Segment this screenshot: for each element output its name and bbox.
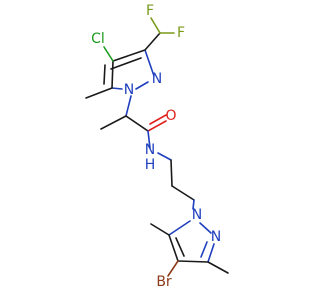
fluorine-label-1: F — [146, 3, 154, 19]
bond-c5-methyl — [85, 87, 113, 99]
nitrogen-label-n4: N — [211, 229, 221, 245]
bond-c4-c3 — [112, 49, 146, 62]
upper-pyrazole-bonds — [85, 17, 175, 99]
bond-c5b-c4b-double — [175, 237, 185, 257]
bond-n1-n2b — [199, 222, 212, 234]
bond-c3b-n2b-double — [200, 241, 208, 258]
bond-c3b-n2b — [207, 243, 215, 263]
bond-co-1 — [147, 120, 167, 132]
nitrogen-label-n3: N — [192, 207, 202, 223]
bond-c3b-methyl — [207, 261, 229, 274]
bond-c5-c4-double — [103, 64, 106, 85]
chain-bonds — [100, 95, 195, 201]
bond-ch2-n — [192, 199, 195, 210]
atom-labels: Cl F F N N O N H N N Br — [91, 3, 221, 290]
bond-c4-cl — [103, 46, 114, 62]
bond-c5b-methyl — [150, 223, 170, 236]
oxygen-label: O — [165, 108, 176, 124]
bond-nh-ch2 — [157, 152, 172, 161]
bond-c4b-c3b — [177, 260, 209, 263]
bromine-label: Br — [156, 274, 172, 290]
bond-c3-chf2 — [144, 32, 161, 51]
bond-n2-n1 — [135, 81, 149, 90]
amide-hydrogen-label: H — [145, 157, 156, 173]
nitrogen-label-n1: N — [124, 82, 134, 98]
amide-nitrogen-label: N — [145, 142, 155, 158]
nitrogen-label-n2: N — [152, 71, 162, 87]
bond-ch2-ch2b — [171, 185, 195, 201]
fluorine-label-2: F — [177, 25, 185, 41]
bond-c3-n2 — [144, 49, 155, 77]
bond-c4b-br — [167, 260, 179, 277]
lower-pyrazole-bonds — [150, 199, 229, 277]
bond-c-nh — [147, 130, 151, 149]
chlorine-label: Cl — [91, 31, 105, 47]
bond-ch2-ch2 — [170, 159, 173, 187]
bond-co-2 — [149, 114, 167, 125]
bond-n1-calpha — [125, 95, 132, 117]
structure-diagram: Cl F F N N O N H N N Br — [85, 3, 229, 290]
bond-n1-c5 — [111, 87, 123, 90]
bond-c5b-c4b — [168, 234, 179, 262]
bond-calpha-methyl — [100, 115, 127, 130]
molecule-canvas: Cl F F N N O N H N N Br — [85, 3, 229, 290]
bond-c-f1 — [150, 17, 161, 34]
bond-calpha-carbonyl — [125, 115, 149, 132]
bond-c5-c4 — [111, 60, 114, 89]
bond-c4-c3-double — [110, 57, 142, 70]
bond-n1-c5b — [168, 220, 191, 236]
